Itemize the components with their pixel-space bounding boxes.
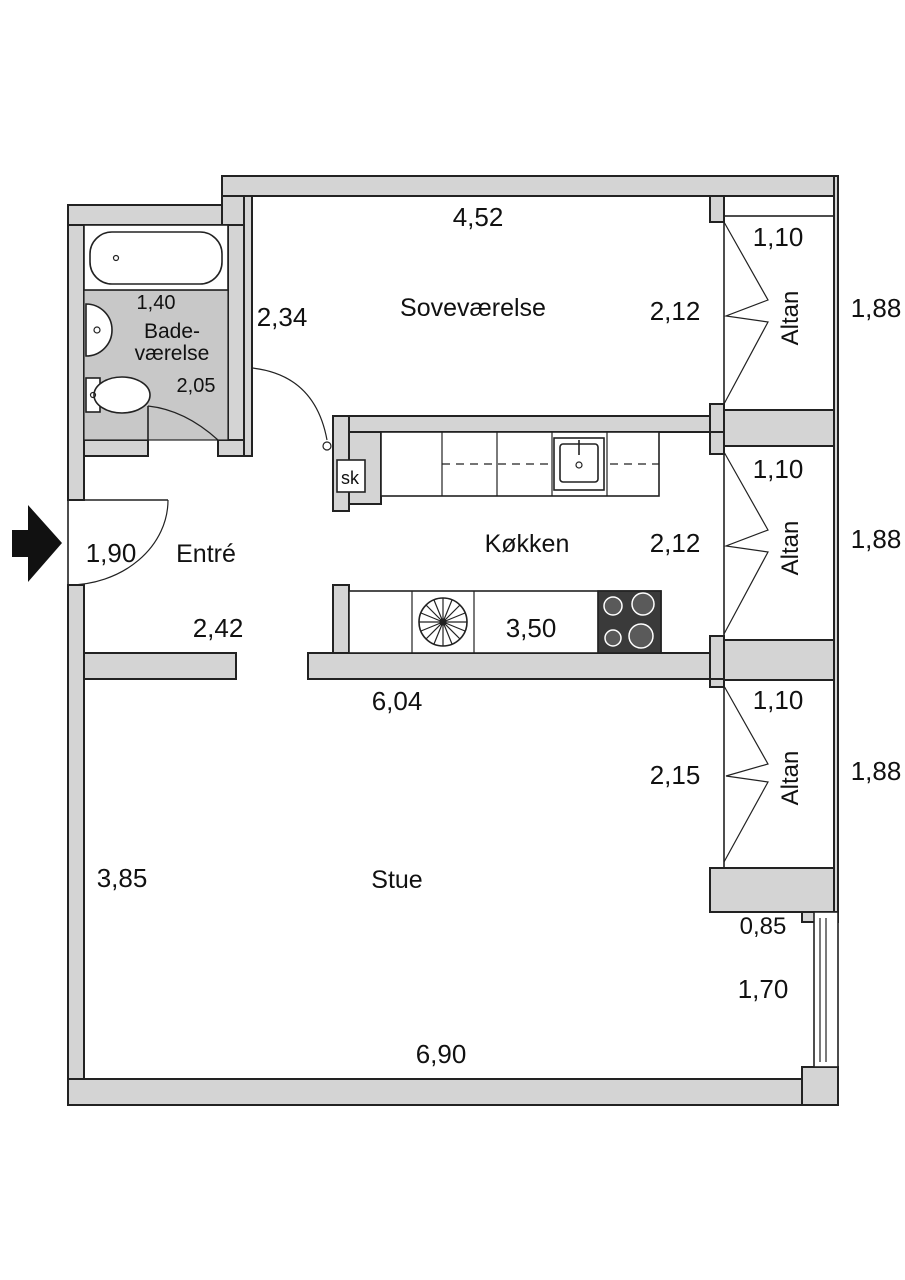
extractor-fan-icon [418,597,468,647]
window-offset-label: 0,85 [740,913,787,940]
bedroom-width-label: 4,52 [453,202,504,232]
toilet-bowl [93,376,151,414]
bathroom-name-line2: værelse [135,342,210,365]
entrance-door-arc [67,499,169,586]
bathroom-name-line1: Bade- [144,320,200,343]
kitchen-name-label: Køkken [485,530,570,558]
stove-icon [597,590,662,654]
bathtub-basin [89,231,223,285]
wall-hall-bedroom [243,195,253,457]
window-width-label: 1,70 [738,974,789,1004]
balcony-1-name: Altan [777,291,804,346]
living-side-label: 2,15 [650,760,701,790]
wall-balcony-sep-2 [723,639,839,681]
kitchen-side-label: 2,12 [650,528,701,558]
balcony-1-length: 1,88 [851,293,902,323]
entrance-arrow-icon [12,505,62,582]
wall-right-living [709,678,725,688]
living-bottom-label: 6,90 [416,1039,467,1069]
wall-top-bedroom [221,175,839,197]
labels: 4,52 Soveværelse 2,34 2,12 1,40 Bade- væ… [86,202,902,1069]
kitchen-sink-drain [575,461,583,469]
living-name-label: Stue [371,866,422,894]
toilet-button [89,391,97,399]
wall-kitchen-living [307,652,725,680]
balcony-door-1 [723,221,769,405]
bathroom-width-label: 1,40 [137,292,176,314]
wall-kitchen-counter-side [332,584,350,654]
entry-door-label: 1,90 [86,538,137,568]
closet-label: sk [341,468,360,488]
balcony-2-length: 1,88 [851,524,902,554]
balcony-1-width: 1,10 [753,222,804,252]
balcony-3-width: 1,10 [753,685,804,715]
bedroom-side-label: 2,12 [650,296,701,326]
wall-left-bottom [67,584,85,1106]
closet-sk [336,459,366,493]
kitchen [336,431,662,654]
wall-bedroom-kitchen [332,415,724,433]
living-window [813,911,839,1068]
burner-1 [603,596,623,616]
wall-top-left [67,204,245,226]
wall-bathroom-bottom [83,439,149,457]
wall-balcony-sep-1 [723,409,839,447]
bedroom-door-arc [251,367,328,441]
burner-2 [631,592,655,616]
balcony-2-name: Altan [777,521,804,576]
wall-left-top [67,204,85,501]
entry [12,367,332,586]
burner-3 [604,629,622,647]
fan-blade-8 [433,599,453,645]
balcony-3-name: Altan [777,751,804,806]
bathroom-door-arc [147,405,219,441]
bathtub-drain [112,254,120,262]
balcony-2 [723,445,835,641]
wall-right-bedroom-b [709,403,725,433]
sink-drain [93,326,101,334]
balconies [723,215,835,869]
bathroom [83,224,229,441]
wall-bathroom-right [227,224,245,441]
balcony-2-width: 1,10 [753,454,804,484]
bedroom-name-label: Soveværelse [400,294,546,322]
wall-right-living-b [709,867,839,913]
living-top-label: 6,04 [372,686,423,716]
wall-right-kitchen-b [709,635,725,680]
wall-right-kitchen [709,431,725,455]
wall-bottom [67,1078,839,1106]
wall-right-bottom [801,1066,839,1106]
sink-icon [85,303,113,357]
bathroom-depth-label: 2,05 [177,375,216,397]
living-height-label: 3,85 [97,863,148,893]
wall-right-bedroom [709,195,725,223]
kitchen-counter-label: 3,50 [506,613,557,643]
balcony-3-length: 1,88 [851,756,902,786]
balcony-door-3 [723,685,769,863]
balcony-3 [723,679,835,869]
balcony-1 [723,215,835,411]
entry-name-label: Entré [176,540,236,568]
balcony-door-2 [723,451,769,635]
entry-width-label: 2,42 [193,613,244,643]
wall-entry-living [83,652,237,680]
bedroom-depth-label: 2,34 [257,302,308,332]
burner-4 [628,623,654,649]
bedroom-door-stop [322,441,332,451]
